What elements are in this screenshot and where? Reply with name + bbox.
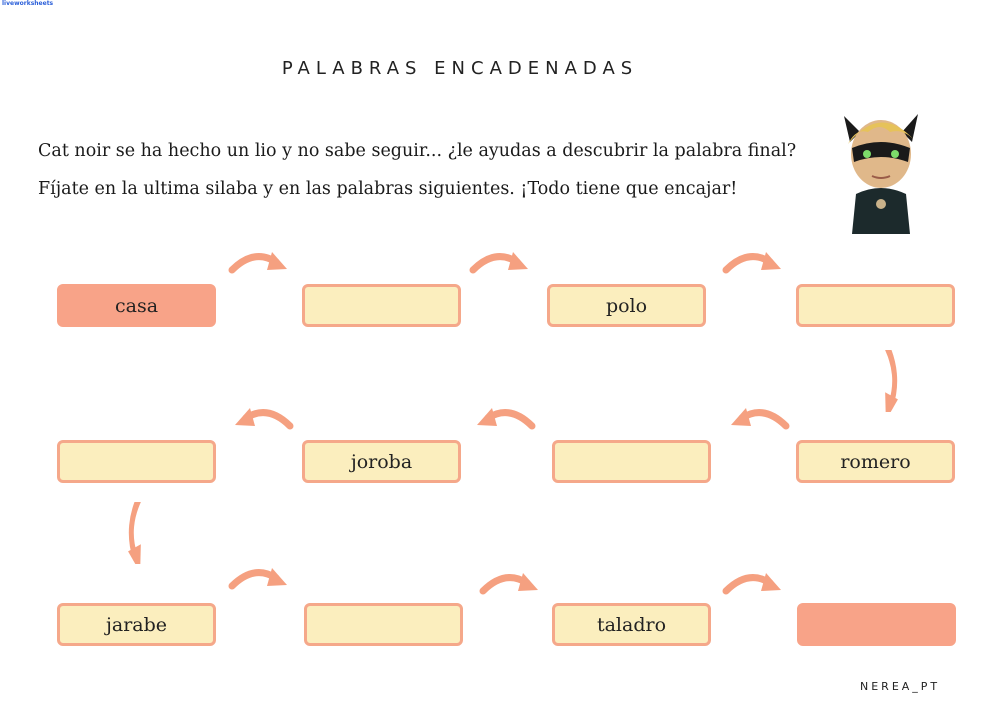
curved-arrow-icon [882,350,898,412]
answer-input-2[interactable] [796,284,955,327]
watermark: liveworksheets [2,0,54,7]
word-box-casa: casa [57,284,216,327]
answer-input-3[interactable] [552,440,711,483]
curved-arrow-icon [479,573,538,595]
curved-arrow-icon [731,408,790,430]
word-box-joroba: joroba [302,440,461,483]
answer-input-final[interactable] [797,603,956,646]
answer-input-4[interactable] [57,440,216,483]
word-box-polo: polo [547,284,706,327]
answer-input-1[interactable] [302,284,461,327]
instruction-line-2: Fíjate en la ultima silaba y en las pala… [38,179,738,199]
author-credit: NEREA_PT [860,680,941,693]
curved-arrow-icon [477,408,536,430]
page-title: PALABRAS ENCADENADAS [281,58,639,79]
word-box-jarabe: jarabe [57,603,216,646]
curved-arrow-icon [128,502,144,564]
curved-arrow-icon [722,573,781,595]
word-box-romero: romero [796,440,955,483]
word-box-taladro: taladro [552,603,711,646]
curved-arrow-icon [235,408,294,430]
cat-noir-portrait [844,114,918,234]
curved-arrow-icon [228,568,287,590]
answer-input-5[interactable] [304,603,463,646]
curved-arrow-icon [722,252,781,274]
curved-arrow-icon [469,252,528,274]
curved-arrow-icon [228,252,287,274]
instruction-line-1: Cat noir se ha hecho un lio y no sabe se… [38,141,797,161]
